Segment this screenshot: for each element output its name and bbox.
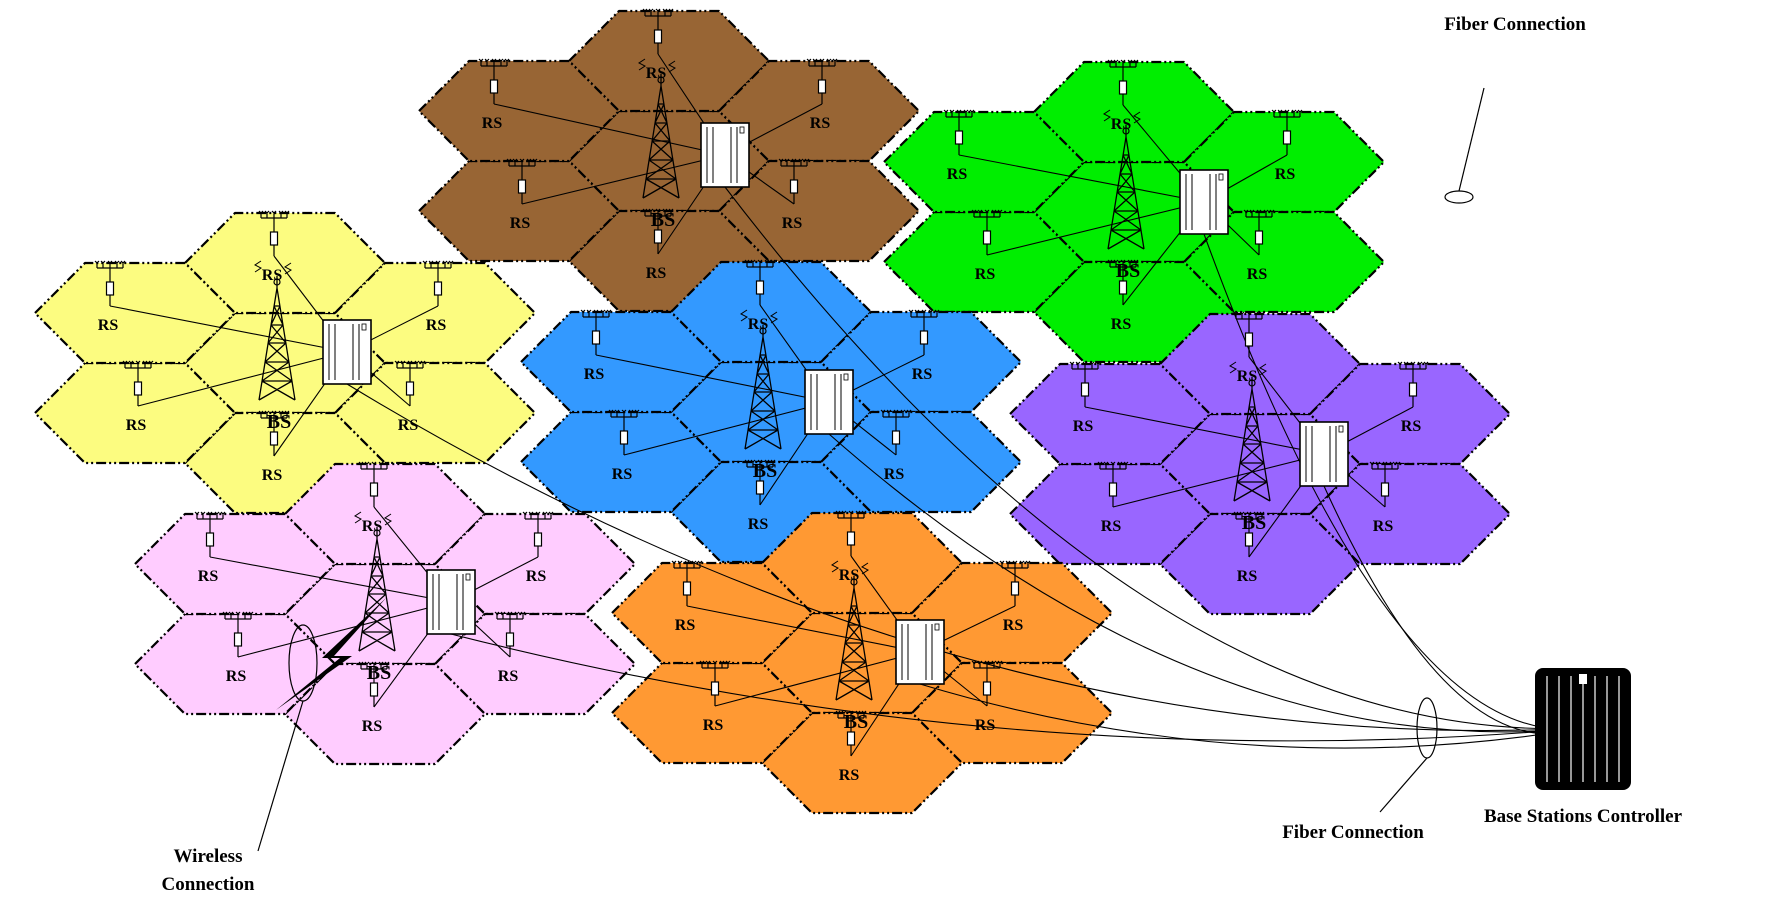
rs-label: RS xyxy=(362,718,383,735)
bs-label: BS xyxy=(267,411,291,433)
rs-label: RS xyxy=(584,366,605,383)
wireless-arrow xyxy=(258,701,303,851)
bs-label: BS xyxy=(651,209,675,231)
rs-label: RS xyxy=(98,317,119,334)
rs-label: RS xyxy=(782,215,803,232)
controller-server-icon xyxy=(1535,668,1631,790)
rs-label: RS xyxy=(362,518,383,535)
rs-label: RS xyxy=(262,467,283,484)
rs-label: RS xyxy=(1237,568,1258,585)
rs-label: RS xyxy=(975,717,996,734)
rs-label: RS xyxy=(1003,617,1024,634)
rs-label: RS xyxy=(612,466,633,483)
rs-label: RS xyxy=(947,166,968,183)
rs-label: RS xyxy=(1111,316,1132,333)
rs-label: RS xyxy=(703,717,724,734)
rs-label: RS xyxy=(226,668,247,685)
controller-label: Base Stations Controller xyxy=(1484,806,1683,827)
rs-label: RS xyxy=(510,215,531,232)
rs-label: RS xyxy=(1237,368,1258,385)
rs-label: RS xyxy=(398,417,419,434)
rs-label: RS xyxy=(1073,418,1094,435)
base-station-cabinet-icon xyxy=(1300,422,1348,486)
rs-label: RS xyxy=(126,417,147,434)
rs-label: RS xyxy=(675,617,696,634)
base-station-cabinet-icon xyxy=(896,620,944,684)
rs-label: RS xyxy=(839,767,860,784)
fiber-bundle-marker-top xyxy=(1445,191,1473,203)
rs-label: RS xyxy=(810,115,831,132)
rs-label: RS xyxy=(1111,116,1132,133)
rs-label: RS xyxy=(912,366,933,383)
rs-label: RS xyxy=(1401,418,1422,435)
rs-label: RS xyxy=(262,267,283,284)
rs-label: RS xyxy=(1275,166,1296,183)
bs-label: BS xyxy=(1116,260,1140,282)
wireless-connection-label-line1: Wireless xyxy=(174,846,243,867)
rs-label: RS xyxy=(748,316,769,333)
rs-label: RS xyxy=(498,668,519,685)
rs-label: RS xyxy=(1373,518,1394,535)
base-station-cabinet-icon xyxy=(805,370,853,434)
rs-label: RS xyxy=(884,466,905,483)
fiber-connection-label-top: Fiber Connection xyxy=(1444,14,1586,35)
rs-label: RS xyxy=(646,265,667,282)
bs-label: BS xyxy=(1242,512,1266,534)
base-station-cabinet-icon xyxy=(323,320,371,384)
rs-label: RS xyxy=(526,568,547,585)
bs-label: BS xyxy=(753,460,777,482)
rs-label: RS xyxy=(975,266,996,283)
rs-label: RS xyxy=(198,568,219,585)
rs-label: RS xyxy=(1247,266,1268,283)
base-station-cabinet-icon xyxy=(701,123,749,187)
wireless-connection-label-line2: Connection xyxy=(162,874,255,895)
rs-label: RS xyxy=(1101,518,1122,535)
rs-label: RS xyxy=(839,567,860,584)
base-station-cabinet-icon xyxy=(427,570,475,634)
rs-label: RS xyxy=(748,516,769,533)
fiber-connection-label-bottom: Fiber Connection xyxy=(1282,822,1424,843)
fiber-arrow-bottom xyxy=(1380,758,1427,812)
bs-label: BS xyxy=(844,711,868,733)
bs-label: BS xyxy=(367,662,391,684)
rs-label: RS xyxy=(646,65,667,82)
rs-label: RS xyxy=(426,317,447,334)
fiber-arrow-top xyxy=(1459,88,1484,191)
rs-label: RS xyxy=(482,115,503,132)
base-station-cabinet-icon xyxy=(1180,170,1228,234)
